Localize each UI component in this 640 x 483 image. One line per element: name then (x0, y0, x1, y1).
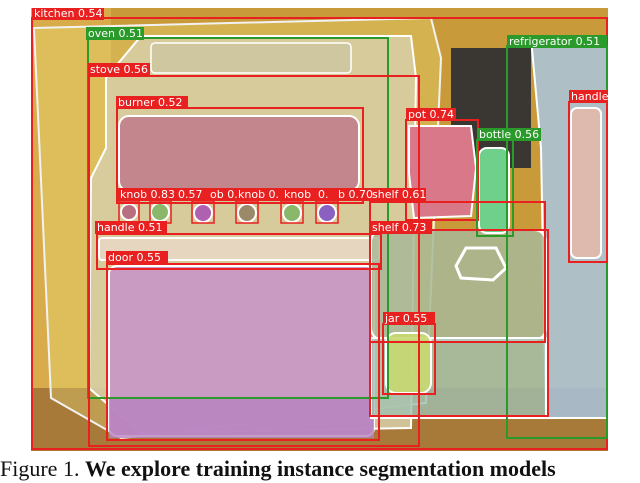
fridge-handle-mask (570, 107, 602, 259)
label-knob-4: knob 0. (238, 188, 279, 201)
label-kitchen: kitchen 0.54 (34, 8, 103, 20)
label-knob-5: knob (284, 188, 311, 201)
label-refrigerator: refrigerator 0.51 (509, 35, 600, 48)
knob-4 (237, 203, 257, 223)
label-knob-7: b 0.70 (338, 188, 373, 201)
label-bottle: bottle 0.56 (479, 128, 539, 141)
shelf-opening (454, 246, 508, 282)
label-shelf-1: shelf 0.61 (372, 188, 426, 201)
shelf-box-2 (369, 229, 549, 417)
label-knob-3: ob 0. (210, 188, 238, 201)
label-jar: jar 0.55 (384, 312, 427, 325)
label-bg-handle-fridge (569, 90, 608, 103)
stove-box (88, 75, 420, 447)
label-pot: pot 0.74 (408, 108, 454, 121)
label-bg-jar (383, 312, 435, 325)
segmentation-photo: kitchen 0.54 oven 0.51 stove 0.56 refrig… (31, 8, 608, 451)
label-handle: handle 0.51 (97, 221, 162, 234)
label-bg-oven (86, 27, 144, 40)
label-bg-knob-1 (118, 188, 176, 201)
burner-mask (118, 115, 360, 192)
caption-prefix: Figure 1. (0, 456, 80, 481)
label-shelf-2: shelf 0.73 (372, 221, 426, 234)
label-door: door 0.55 (108, 251, 161, 264)
label-bg-bottle (477, 128, 541, 141)
label-stove: stove 0.56 (90, 63, 148, 76)
caption-bold-text: We explore training instance segmentatio… (84, 456, 556, 481)
knob-6 (317, 203, 337, 223)
bottle-mask (478, 147, 510, 234)
door-box (106, 263, 380, 441)
knob-2 (150, 202, 170, 222)
knob-5 (282, 203, 302, 223)
label-bg-shelf-1 (370, 188, 426, 201)
label-bg-knob-3 (208, 188, 240, 201)
label-oven: oven 0.51 (88, 27, 143, 40)
label-bg-stove (88, 63, 150, 76)
figure-caption: Figure 1. We explore training instance s… (0, 454, 640, 483)
label-bg-handle (95, 221, 167, 234)
stove-top-panel (150, 42, 352, 74)
door-lower-mask (109, 398, 374, 438)
burner-box (116, 107, 364, 204)
label-bg-knob-6 (316, 188, 336, 201)
label-bg-door (106, 251, 168, 264)
label-bg-knob-5 (282, 188, 316, 201)
label-knob-6: 0. (318, 188, 329, 201)
label-bg-shelf-2 (370, 221, 432, 234)
label-bg-knob-7 (336, 188, 374, 201)
knob-3 (193, 203, 213, 223)
handle-box (96, 233, 382, 270)
label-bg-kitchen (32, 8, 104, 20)
label-bg-refrigerator (507, 35, 607, 48)
label-bg-burner (116, 96, 188, 109)
figure-image: kitchen 0.54 oven 0.51 stove 0.56 refrig… (31, 8, 608, 451)
label-bg-knob-2 (176, 188, 208, 201)
label-handle-fridge: handle (571, 90, 608, 103)
label-burner: burner 0.52 (118, 96, 183, 109)
label-bg-knob-4 (236, 188, 282, 201)
label-knob-1: knob 0.83 (120, 188, 175, 201)
knob-1 (120, 203, 138, 221)
label-bg-pot (406, 108, 456, 121)
label-knob-2: 0.57 (178, 188, 203, 201)
